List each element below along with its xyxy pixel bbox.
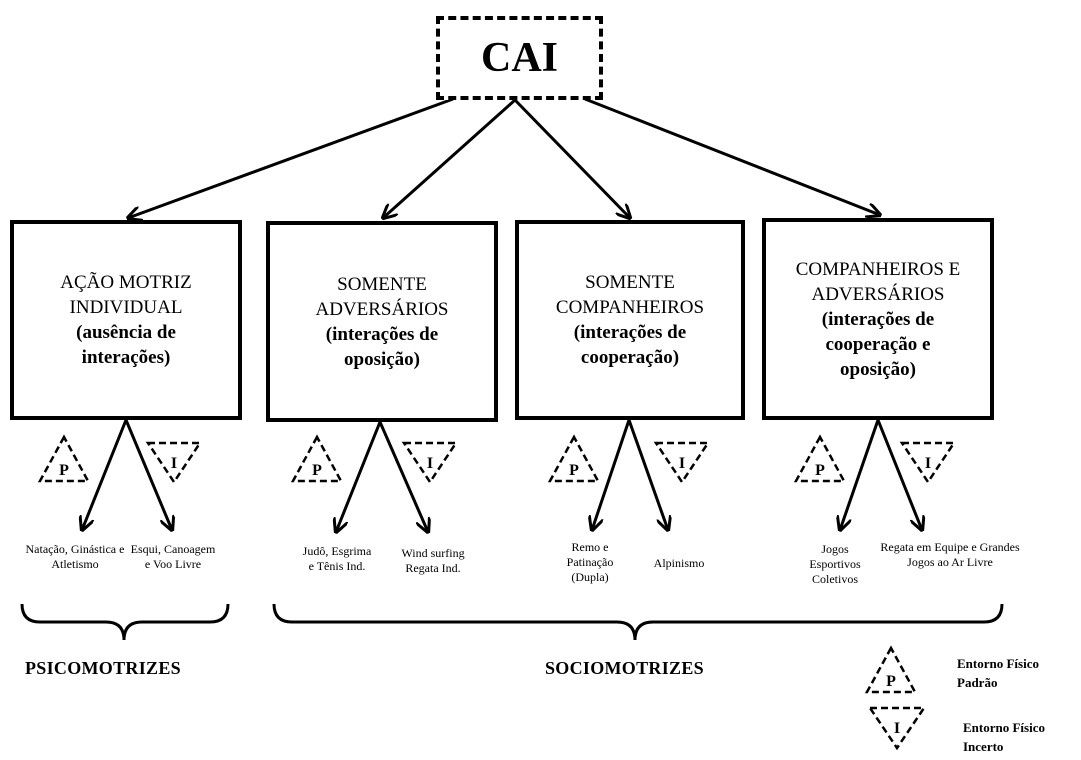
marker-i-label: I (679, 455, 685, 472)
group-label-sociomotrizes: SOCIOMOTRIZES (545, 658, 704, 678)
arrow-root-to-box-4 (584, 97, 880, 215)
marker-p-label: P (569, 462, 579, 479)
box-title: SOMENTE COMPANHEIROS (555, 272, 705, 318)
marker-i-label: I (171, 455, 177, 472)
box-subtitle: (ausência de interações) (76, 322, 176, 368)
legend-uncertain-text: Entorno Físico Incerto (963, 720, 1045, 754)
legend-marker-i-label: I (894, 720, 900, 737)
category-box-partners: SOMENTE COMPANHEIROS (interações de coop… (515, 220, 745, 420)
arrow-box2-leaf1 (336, 421, 382, 532)
legend-triangle-p-icon (864, 645, 918, 694)
leaf-activity: Alpinismo (653, 556, 705, 570)
triangle-p-icon (37, 434, 91, 483)
arrow-box4-leaf1 (840, 419, 880, 530)
box-subtitle: (interações de oposição) (325, 323, 439, 370)
arrow-box3-leaf1 (592, 419, 631, 530)
brace-psicomotrizes (20, 603, 230, 641)
arrow-box4-leaf2 (876, 419, 922, 530)
legend-marker-p-label: P (886, 673, 896, 690)
arrow-box3-leaf2 (627, 419, 668, 530)
arrow-root-to-box-2 (383, 98, 516, 218)
leaf-activity: Wind surfing Regata Ind. (401, 546, 465, 575)
group-label-psicomotrizes: PSICOMOTRIZES (25, 658, 181, 678)
leaf-activity: Esqui, Canoagem e Voo Livre (130, 542, 216, 571)
box-title: AÇÃO MOTRIZ INDIVIDUAL (60, 272, 192, 318)
leaf-arrows (82, 419, 922, 532)
leaf-activity: Jogos Esportivos Coletivos (809, 542, 861, 586)
marker-p-label: P (59, 462, 69, 479)
category-box-partners-and-adversaries: COMPANHEIROS E ADVERSÁRIOS (interações d… (762, 218, 994, 420)
root-arrows (128, 97, 880, 218)
leaf-activity: Remo e Patinação (Dupla) (566, 540, 614, 584)
environment-markers (37, 434, 957, 751)
box-title: SOMENTE ADVERSÁRIOS (315, 273, 449, 320)
category-box-adversaries: SOMENTE ADVERSÁRIOS (interações de oposi… (266, 221, 498, 422)
arrow-box2-leaf2 (378, 421, 428, 532)
triangle-p-icon (290, 434, 344, 483)
root-node: CAI (436, 16, 603, 100)
legend-triangle-i-icon (867, 706, 927, 751)
triangle-i-icon (145, 441, 203, 485)
box-title: COMPANHEIROS E ADVERSÁRIOS (795, 258, 961, 305)
leaf-activity: Natação, Ginástica e Atletismo (25, 542, 125, 571)
marker-i-label: I (427, 455, 433, 472)
marker-p-label: P (312, 462, 322, 479)
category-box-individual: AÇÃO MOTRIZ INDIVIDUAL (ausência de inte… (10, 220, 242, 420)
arrow-root-to-box-3 (513, 98, 630, 218)
box-subtitle: (interações de cooperação) (573, 322, 687, 368)
box-subtitle: (interações de cooperação e oposição) (821, 308, 935, 380)
triangle-p-icon (793, 434, 847, 483)
legend-standard-text: Entorno Físico Padrão (957, 656, 1039, 690)
triangle-i-icon (401, 441, 459, 485)
marker-i-label: I (925, 455, 931, 472)
leaf-activity: Regata em Equipe e Grandes Jogos ao Ar L… (880, 540, 1020, 569)
triangle-i-icon (899, 441, 957, 485)
root-label: CAI (480, 35, 558, 81)
leaf-activity: Judô, Esgrima e Tênis Ind. (302, 544, 372, 573)
triangle-p-icon (547, 434, 601, 483)
group-braces (20, 603, 1004, 641)
arrow-box1-leaf1 (82, 419, 128, 530)
marker-p-label: P (815, 462, 825, 479)
marker-letters: P I P I P I P I P I (59, 455, 931, 737)
arrow-box1-leaf2 (124, 419, 172, 530)
brace-sociomotrizes (272, 603, 1004, 641)
arrow-root-to-box-1 (128, 97, 454, 218)
triangle-i-icon (653, 441, 711, 485)
